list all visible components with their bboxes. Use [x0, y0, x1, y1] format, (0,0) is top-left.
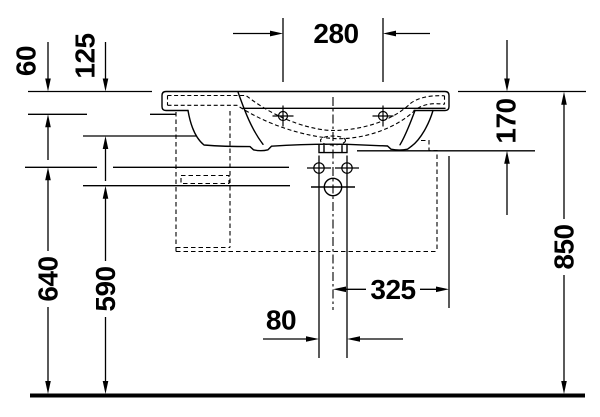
dim-label-325: 325 — [370, 274, 415, 305]
bowl-left-wall — [237, 91, 264, 145]
dimension-labels: 280 60 125 170 640 590 850 325 80 — [11, 18, 580, 336]
basin-right-inner-wall — [399, 109, 416, 146]
dim-label-125: 125 — [70, 33, 101, 78]
dim-label-590: 590 — [90, 266, 121, 311]
vanity-right-edge — [421, 139, 438, 252]
dim-label-280: 280 — [313, 18, 358, 49]
extension-lines — [25, 18, 586, 358]
rim-inner-dashed-ends — [166, 95, 446, 106]
inner-bowl-dashed-upper — [167, 94, 445, 132]
tap-fixing-hole-right-cross — [372, 105, 394, 127]
vanity-hidden-outline — [175, 111, 438, 253]
basin-underside — [187, 109, 413, 152]
dim-label-170: 170 — [491, 98, 522, 143]
washbasin-outline — [161, 90, 450, 154]
dimension-lines — [47, 32, 565, 382]
rim-band-top — [161, 90, 450, 112]
dim-label-80: 80 — [266, 305, 296, 336]
dimension-arrowheads — [45, 30, 567, 394]
washbasin-hidden-lines — [166, 94, 446, 146]
vanity-inner-edge — [176, 111, 231, 249]
basin-right-outer-wall — [410, 109, 434, 147]
vanity-handle-rect — [180, 174, 230, 185]
tap-fixing-hole-left-cross — [272, 105, 294, 127]
dim-label-850: 850 — [549, 224, 580, 269]
inner-bowl-dashed-lower — [167, 103, 445, 140]
dim-label-640: 640 — [33, 256, 64, 301]
dim-label-60: 60 — [11, 46, 42, 76]
